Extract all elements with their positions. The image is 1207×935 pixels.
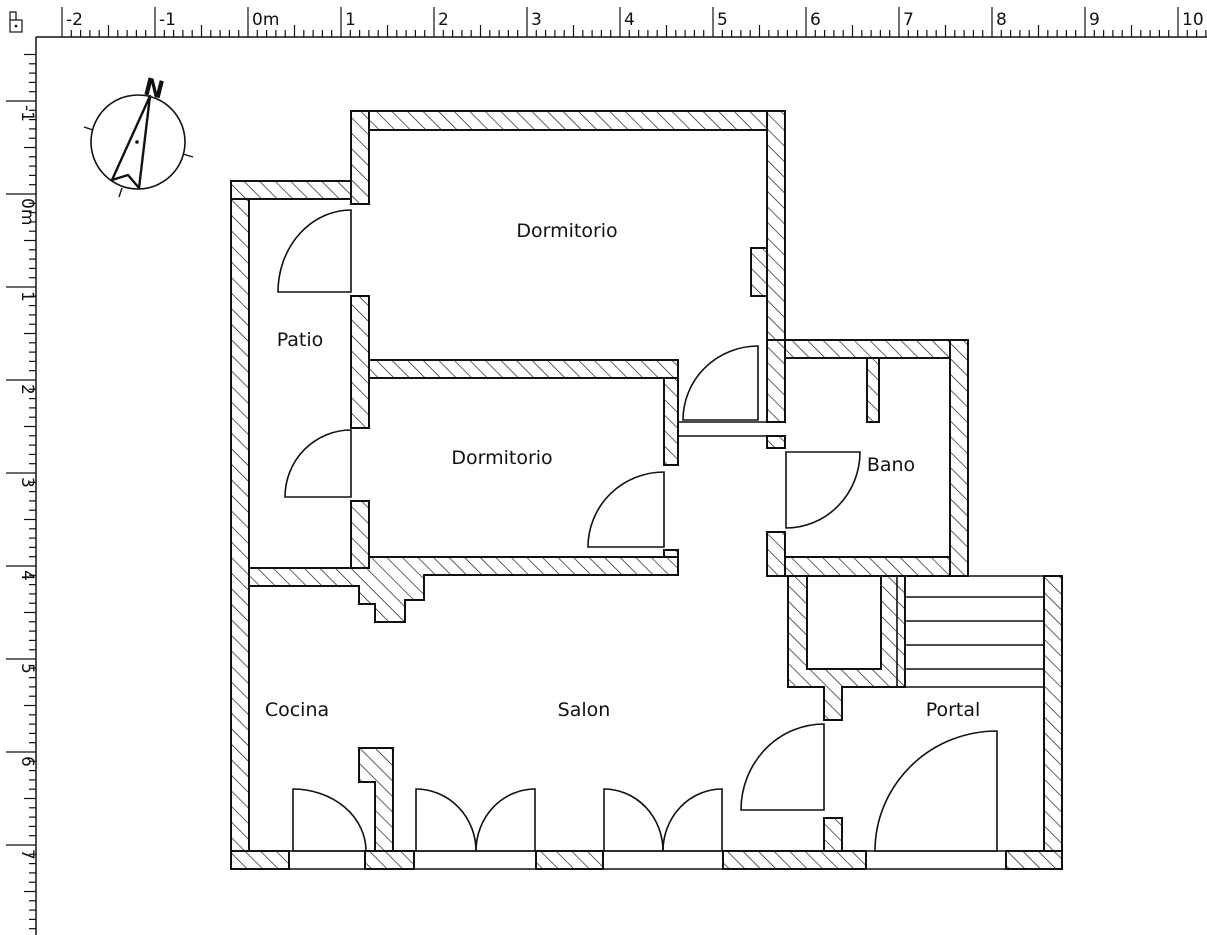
wall-patio-divider-mid xyxy=(350,295,370,429)
left-ruler-label: 0m xyxy=(17,198,37,225)
wall-dormitorio-left xyxy=(350,110,370,205)
wall-bottom-2 xyxy=(364,850,415,870)
wall-bottom-5 xyxy=(1005,850,1063,870)
wall-bottom-4 xyxy=(722,850,867,870)
top-ruler-label: 5 xyxy=(717,10,728,30)
room-labels: Dormitorio Patio Dormitorio Bano Cocina … xyxy=(265,220,980,721)
wall-bottom-1 xyxy=(230,850,290,870)
walls xyxy=(230,110,1063,870)
door-bano xyxy=(785,451,861,529)
top-ruler-label: 0m xyxy=(252,10,279,30)
door-dormitorio xyxy=(682,345,759,421)
ruler-corner-icon[interactable] xyxy=(9,11,23,33)
room-label-portal: Portal xyxy=(926,699,981,721)
door-dormitorio2 xyxy=(587,471,665,548)
window-bottom-4 xyxy=(866,850,1006,870)
left-ruler-label: 5 xyxy=(17,663,37,674)
door-cocina xyxy=(292,788,367,852)
room-label-bano: Bano xyxy=(867,454,915,476)
door-salon-portal xyxy=(740,723,825,811)
top-ruler-label: -1 xyxy=(159,10,176,30)
door-patio-top xyxy=(277,209,352,293)
top-ruler-label: 8 xyxy=(996,10,1007,30)
wall-dormitorio-right-upper xyxy=(766,110,786,341)
wall-bano-bottom xyxy=(784,556,951,577)
top-ruler-label: 7 xyxy=(903,10,914,30)
wall-patio-top xyxy=(230,180,370,200)
wall-bano-left xyxy=(766,435,786,449)
room-label-dormitorio-2: Dormitorio xyxy=(451,447,552,469)
north-compass-icon: N xyxy=(83,72,194,198)
compass-north-label: N xyxy=(141,72,167,104)
threshold-dormitorio xyxy=(678,421,767,437)
door-salon-right-b xyxy=(662,788,723,852)
top-ruler-label: 3 xyxy=(531,10,542,30)
door-salon-left-a xyxy=(415,788,477,852)
room-label-patio: Patio xyxy=(277,329,324,351)
top-ruler-label: 2 xyxy=(438,10,449,30)
door-salon-left-b xyxy=(475,788,536,852)
room-label-cocina: Cocina xyxy=(265,699,329,721)
wall-bano-stub xyxy=(866,357,880,423)
doors xyxy=(277,209,998,852)
wall-dormitorio2-bottom xyxy=(248,556,679,623)
left-ruler-label: 3 xyxy=(17,477,37,488)
left-ruler-label: 4 xyxy=(17,570,37,581)
window-bottom-1 xyxy=(289,850,365,870)
door-portal-main xyxy=(874,730,998,852)
left-ruler-label: -1 xyxy=(17,105,37,122)
stairs xyxy=(896,575,1044,688)
wall-patio-divider-low xyxy=(350,500,370,569)
wall-storage xyxy=(767,575,906,721)
left-ruler[interactable]: -1 0m 1 2 3 4 5 6 7 xyxy=(6,37,37,935)
left-ruler-label: 1 xyxy=(17,291,37,302)
door-patio-low xyxy=(284,429,352,498)
wall-stair-right xyxy=(1043,575,1063,870)
left-ruler-label: 2 xyxy=(17,384,37,395)
top-ruler-label: 6 xyxy=(810,10,821,30)
wall-dormitorio-top xyxy=(350,110,786,131)
room-label-salon: Salon xyxy=(558,699,611,721)
wall-dormitorio-right-pier xyxy=(750,247,768,297)
top-ruler-label: 4 xyxy=(624,10,635,30)
top-ruler-label: 1 xyxy=(345,10,356,30)
wall-dormitorio-right-lower xyxy=(766,339,786,423)
left-ruler-label: 6 xyxy=(17,756,37,767)
window-bottom-2 xyxy=(414,850,536,870)
top-ruler-label: -2 xyxy=(66,10,83,30)
window-bottom-3 xyxy=(603,850,723,870)
threshold-patio-low xyxy=(351,427,369,502)
threshold-dorm2 xyxy=(664,464,678,551)
threshold-patio-top xyxy=(351,203,369,297)
interior-lines xyxy=(289,203,1044,870)
threshold-bano xyxy=(767,447,785,533)
top-ruler[interactable]: -2 -1 0m 1 2 3 4 5 6 7 8 9 10 xyxy=(36,7,1207,38)
room-label-dormitorio-1: Dormitorio xyxy=(516,220,617,242)
wall-between-dormitorios xyxy=(368,359,679,379)
wall-bano-top xyxy=(784,339,969,359)
top-ruler-label: 9 xyxy=(1089,10,1100,30)
wall-bano-right xyxy=(949,339,969,577)
threshold-portal xyxy=(824,719,842,819)
wall-left-outer xyxy=(230,180,250,870)
left-ruler-label: 7 xyxy=(17,849,37,860)
wall-bano-left-low xyxy=(766,531,786,577)
wall-bottom-3 xyxy=(535,850,604,870)
top-ruler-label: 10 xyxy=(1182,10,1204,30)
door-salon-right-a xyxy=(603,788,664,852)
wall-dormitorio2-right-top xyxy=(663,377,679,466)
